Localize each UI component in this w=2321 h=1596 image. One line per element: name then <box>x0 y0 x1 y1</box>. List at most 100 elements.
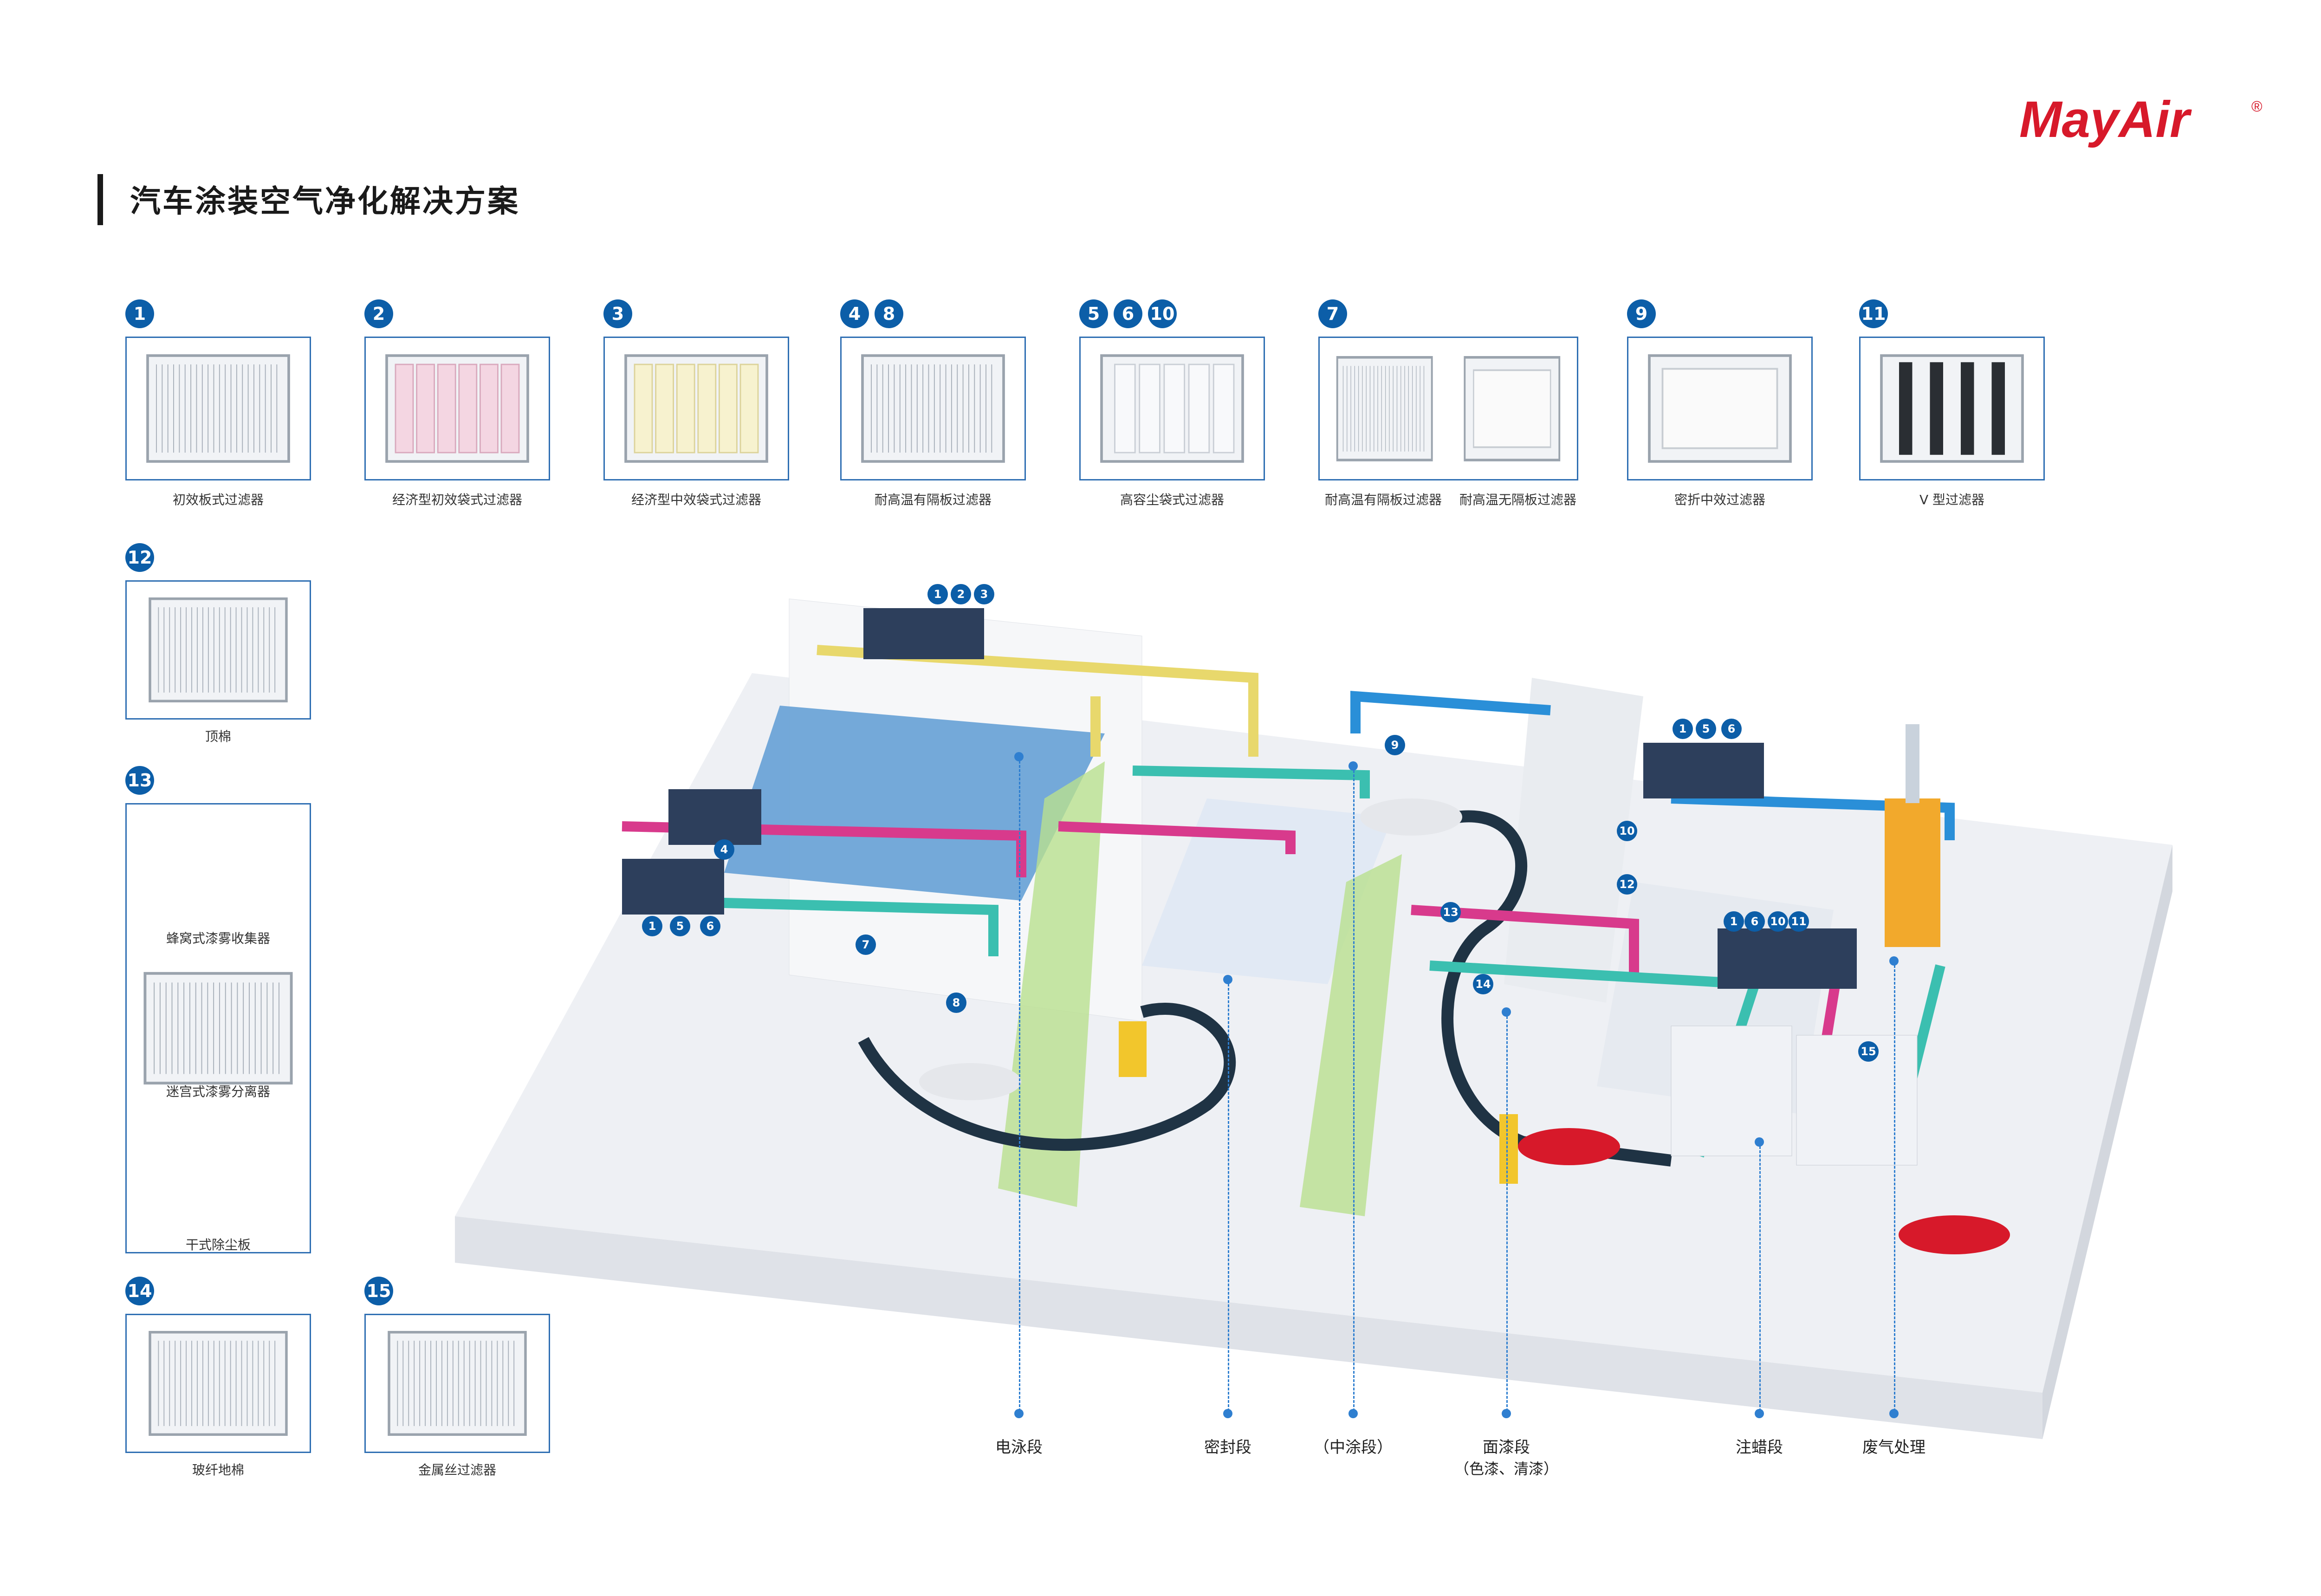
stage-sublabel: （色漆、清漆） <box>1454 1460 1559 1478</box>
product-badges: 7 <box>1318 299 1347 328</box>
item-number-badge: 14 <box>125 1277 154 1305</box>
scene-filter-marker: 2 <box>951 584 971 604</box>
product-caption: V 型过滤器 <box>1919 492 1985 507</box>
stage-leader-line <box>1228 980 1229 1411</box>
stage-label: 面漆段（色漆、清漆） <box>1454 1438 1559 1478</box>
product-caption: 迷宫式漆雾分离器 <box>166 1084 270 1099</box>
minipleat-filter-icon <box>1627 337 1813 480</box>
item-number-badge: 3 <box>603 299 632 328</box>
stage-label: （中涂段） <box>1314 1438 1393 1457</box>
stage-marker-dot <box>1014 752 1024 761</box>
product-badges: 2 <box>364 299 393 328</box>
panel-filter-icon <box>125 337 311 480</box>
product-caption: 高容尘袋式过滤器 <box>1120 492 1224 507</box>
scene-filter-marker: 15 <box>1858 1041 1879 1062</box>
fiberglass-floor-media-icon <box>125 1314 311 1453</box>
paint-mist-collector-icon <box>125 803 311 1253</box>
separator-hepa-icon <box>840 337 1026 480</box>
stage-marker-dot <box>1502 1409 1511 1418</box>
stage-label: 废气处理 <box>1862 1438 1926 1457</box>
scene-filter-marker: 11 <box>1789 911 1809 932</box>
stage-marker-dot <box>1755 1137 1764 1147</box>
product-caption: 玻纤地棉 <box>192 1462 244 1478</box>
paint-shop-illustration <box>418 557 2205 1439</box>
item-number-badge: 13 <box>125 766 154 795</box>
scene-filter-marker: 12 <box>1617 874 1637 895</box>
product-badges: 12 <box>125 543 154 572</box>
item-number-badge: 10 <box>1148 299 1177 328</box>
scene-filter-marker: 9 <box>1385 735 1405 755</box>
product-badges: 14 <box>125 1277 154 1305</box>
item-number-badge: 12 <box>125 543 154 572</box>
product-caption: 耐高温无隔板过滤器 <box>1459 492 1576 507</box>
stage-label: 注蜡段 <box>1736 1438 1783 1457</box>
svg-text:®: ® <box>2251 98 2263 115</box>
item-number-badge: 2 <box>364 299 393 328</box>
stage-label: 密封段 <box>1204 1438 1251 1457</box>
stage-marker-dot <box>1889 956 1899 966</box>
stage-leader-line <box>1759 1142 1761 1411</box>
product-caption: 密折中效过滤器 <box>1674 492 1765 507</box>
stage-label: 电泳段 <box>995 1438 1043 1457</box>
item-number-badge: 11 <box>1859 299 1888 328</box>
scene-filter-marker: 10 <box>1768 911 1788 932</box>
double-hepa-icon <box>1318 337 1578 480</box>
item-number-badge: 9 <box>1627 299 1656 328</box>
product-caption: 耐高温有隔板过滤器 <box>874 492 992 507</box>
mayair-logo: MayAir ® <box>2019 91 2275 149</box>
scene-filter-marker: 4 <box>714 839 734 860</box>
product-caption: 经济型中效袋式过滤器 <box>631 492 761 507</box>
scene-filter-marker: 7 <box>856 934 876 955</box>
item-number-badge: 15 <box>364 1277 393 1305</box>
page-title: 汽车涂装空气净化解决方案 <box>130 183 520 219</box>
white-bag-filter-icon <box>1079 337 1265 480</box>
scene-filter-marker: 14 <box>1473 974 1493 994</box>
pink-bag-filter-icon <box>364 337 550 480</box>
product-badges: 1 <box>125 299 154 328</box>
product-caption: 干式除尘板 <box>185 1237 251 1252</box>
yellow-bag-filter-icon <box>603 337 789 480</box>
product-caption: 初效板式过滤器 <box>172 492 264 507</box>
product-caption: 金属丝过滤器 <box>418 1462 496 1478</box>
product-badges: 15 <box>364 1277 393 1305</box>
product-badges: 9 <box>1627 299 1656 328</box>
item-number-badge: 1 <box>125 299 154 328</box>
scene-filter-marker: 13 <box>1440 902 1461 922</box>
stage-leader-line <box>1019 757 1020 1411</box>
scene-filter-marker: 3 <box>974 584 994 604</box>
item-number-badge: 6 <box>1114 299 1142 328</box>
item-number-badge: 4 <box>840 299 869 328</box>
product-caption: 耐高温有隔板过滤器 <box>1324 492 1442 507</box>
stage-marker-dot <box>1755 1409 1764 1418</box>
item-number-badge: 7 <box>1318 299 1347 328</box>
scene-filter-marker: 1 <box>1724 911 1744 932</box>
metal-mesh-filter-icon <box>364 1314 550 1453</box>
product-caption: 蜂窝式漆雾收集器 <box>166 931 270 946</box>
scene-filter-marker: 1 <box>642 916 662 936</box>
product-caption: 经济型初效袋式过滤器 <box>392 492 522 507</box>
title-accent-bar <box>97 174 103 225</box>
stage-marker-dot <box>1223 975 1232 984</box>
stage-marker-dot <box>1223 1409 1232 1418</box>
scene-filter-marker: 1 <box>927 584 948 604</box>
scene-filter-marker: 5 <box>670 916 690 936</box>
scene-filter-marker: 6 <box>1721 719 1742 739</box>
stage-leader-line <box>1353 766 1355 1411</box>
stage-marker-dot <box>1502 1007 1511 1017</box>
scene-filter-marker: 8 <box>946 993 966 1013</box>
item-number-badge: 8 <box>875 299 903 328</box>
svg-text:MayAir: MayAir <box>2019 93 2192 148</box>
v-bank-filter-icon <box>1859 337 2045 480</box>
product-badges: 13 <box>125 766 154 795</box>
stage-leader-line <box>1894 961 1895 1411</box>
stage-marker-dot <box>1889 1409 1899 1418</box>
scene-filter-marker: 1 <box>1673 719 1693 739</box>
stage-marker-dot <box>1014 1409 1024 1418</box>
item-number-badge: 5 <box>1079 299 1108 328</box>
product-caption: 顶棉 <box>205 729 231 744</box>
scene-filter-marker: 5 <box>1696 719 1716 739</box>
product-badges: 11 <box>1859 299 1888 328</box>
stage-leader-line <box>1506 1012 1508 1411</box>
